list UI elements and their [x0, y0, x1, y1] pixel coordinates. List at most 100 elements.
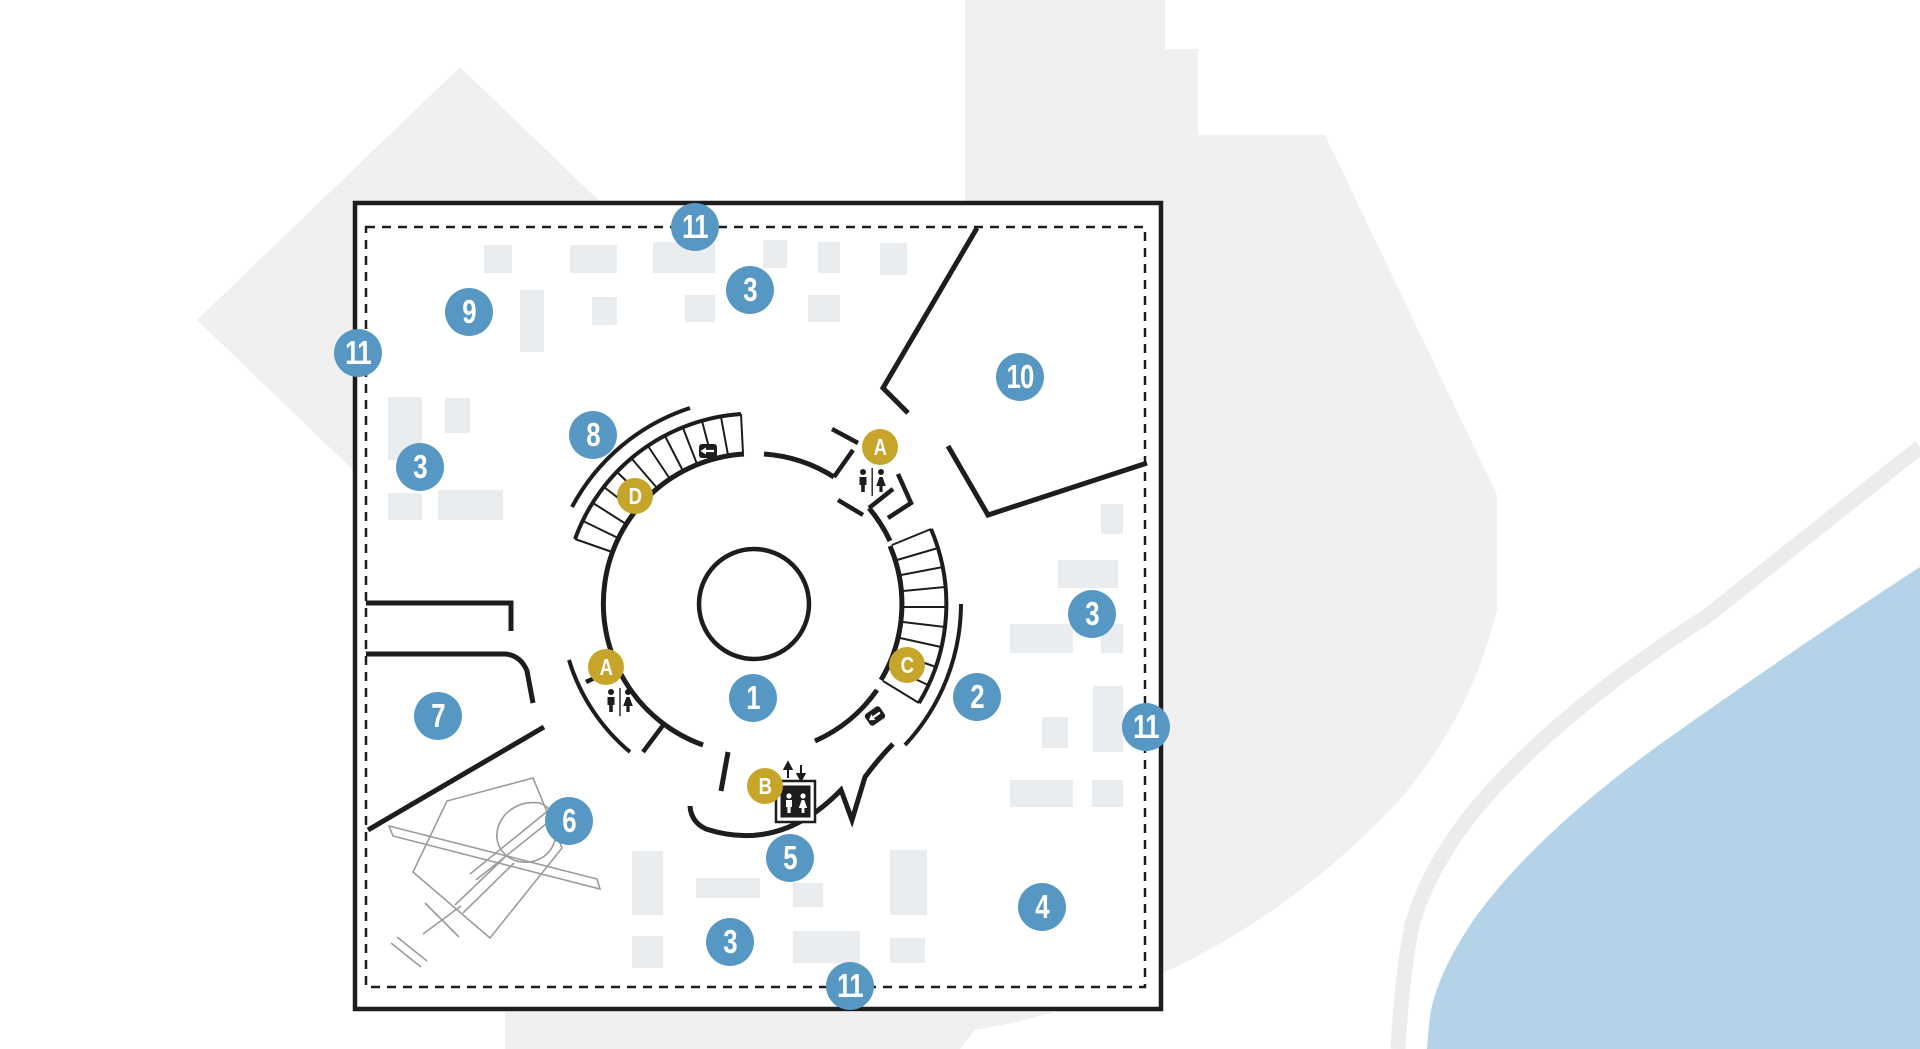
marker-circle[interactable]	[1018, 883, 1066, 931]
exhibit-block	[1101, 504, 1123, 534]
exhibit-block	[1093, 686, 1123, 752]
marker-label: D	[629, 484, 642, 509]
marker-label: 6	[562, 803, 576, 840]
marker-area-11[interactable]: 11	[826, 962, 874, 1010]
letter-markers: A D A C B	[588, 429, 925, 804]
marker-area-5[interactable]: 5	[766, 834, 814, 882]
marker-stairs-c[interactable]: C	[889, 647, 925, 683]
marker-circle[interactable]	[445, 288, 493, 336]
outer-arc-upper-left	[570, 406, 691, 508]
exhibit-block	[1042, 717, 1068, 748]
marker-circle[interactable]	[414, 692, 462, 740]
marker-area-3[interactable]: 3	[1068, 590, 1116, 638]
marker-label: 8	[586, 417, 600, 454]
skids	[390, 936, 428, 968]
marker-circle[interactable]	[617, 478, 653, 514]
marker-area-7[interactable]: 7	[414, 692, 462, 740]
rotunda-wall	[763, 451, 836, 480]
marker-area-10[interactable]: 10	[996, 353, 1044, 401]
stair-direction-icon	[699, 444, 717, 458]
plan-boundary	[352, 200, 1164, 1012]
site-landmass	[505, 0, 1497, 1049]
stair-outer-edge	[917, 528, 949, 705]
man-icon	[608, 689, 614, 695]
exhibit-block	[570, 245, 617, 273]
exhibit-block	[890, 938, 925, 963]
marker-circle[interactable]	[569, 411, 617, 459]
marker-stairs-d[interactable]: D	[617, 478, 653, 514]
marker-area-11[interactable]: 11	[334, 329, 382, 377]
elevator-arrows-icon	[782, 760, 807, 783]
gallery-wall-diagonal	[366, 724, 546, 833]
marker-stairs-a[interactable]: A	[862, 429, 898, 465]
marker-area-2[interactable]: 2	[953, 673, 1001, 721]
marker-label: C	[901, 653, 914, 678]
marker-label: 3	[743, 272, 757, 309]
man-icon	[860, 469, 866, 475]
exhibit-block	[632, 851, 663, 915]
outer-arc-right	[903, 603, 963, 747]
exhibit-block	[438, 490, 503, 520]
marker-circle[interactable]	[1068, 590, 1116, 638]
stair-direction-icon	[864, 706, 886, 726]
marker-circle[interactable]	[996, 353, 1044, 401]
rotunda-wall	[600, 451, 745, 748]
rotor-blade-2	[469, 809, 557, 881]
marker-circle[interactable]	[953, 673, 1001, 721]
marker-area-11[interactable]: 11	[671, 203, 719, 251]
marker-label: 11	[837, 968, 863, 1005]
restroom-icon	[607, 688, 633, 716]
marker-circle[interactable]	[862, 429, 898, 465]
woman-icon	[878, 469, 884, 475]
marker-area-6[interactable]: 6	[545, 797, 593, 845]
rotunda-wall	[813, 688, 880, 744]
gallery-wall-top-right	[879, 226, 980, 415]
marker-circle[interactable]	[396, 443, 444, 491]
marker-circle[interactable]	[588, 649, 624, 685]
marker-area-1[interactable]: 1	[729, 674, 777, 722]
marker-area-3[interactable]: 3	[706, 918, 754, 966]
marker-circle[interactable]	[334, 329, 382, 377]
marker-area-4[interactable]: 4	[1018, 883, 1066, 931]
rotunda-wall	[878, 545, 905, 682]
marker-circle[interactable]	[826, 962, 874, 1010]
marker-circle[interactable]	[889, 647, 925, 683]
marker-label: A	[600, 655, 613, 680]
marker-circle[interactable]	[726, 266, 774, 314]
exhibit-block	[1092, 780, 1123, 807]
woman-icon	[876, 477, 886, 492]
marker-label: 3	[723, 924, 737, 961]
exhibit-block	[890, 850, 927, 915]
marker-label: A	[874, 435, 887, 460]
staircase-d	[573, 412, 744, 553]
plan-dashed-boundary	[364, 225, 1147, 989]
marker-circle[interactable]	[671, 203, 719, 251]
exhibit-block	[1010, 780, 1073, 807]
elevator-icon	[774, 760, 817, 824]
marker-area-8[interactable]: 8	[569, 411, 617, 459]
restroom-room-walls-top	[830, 427, 914, 520]
exhibit-block	[818, 242, 840, 273]
marker-stairs-a-2[interactable]: A	[588, 649, 624, 685]
marker-elevator-b[interactable]: B	[747, 768, 783, 804]
rotunda-inner-circle	[696, 546, 812, 662]
marker-label: 4	[1035, 889, 1050, 926]
marker-label: 1	[746, 680, 760, 717]
exhibit-block	[696, 878, 760, 898]
marker-label: 9	[462, 294, 476, 331]
marker-circle[interactable]	[747, 768, 783, 804]
marker-circle[interactable]	[1122, 703, 1170, 751]
marker-label: 3	[413, 449, 427, 486]
marker-circle[interactable]	[545, 797, 593, 845]
marker-area-11[interactable]: 11	[1122, 703, 1170, 751]
marker-circle[interactable]	[729, 674, 777, 722]
restroom-divider	[619, 688, 621, 716]
marker-area-3[interactable]: 3	[726, 266, 774, 314]
marker-area-3[interactable]: 3	[396, 443, 444, 491]
marker-circle[interactable]	[706, 918, 754, 966]
arrow-left-icon	[872, 711, 881, 719]
marker-circle[interactable]	[766, 834, 814, 882]
arrow-left-icon	[700, 447, 706, 455]
marker-area-9[interactable]: 9	[445, 288, 493, 336]
